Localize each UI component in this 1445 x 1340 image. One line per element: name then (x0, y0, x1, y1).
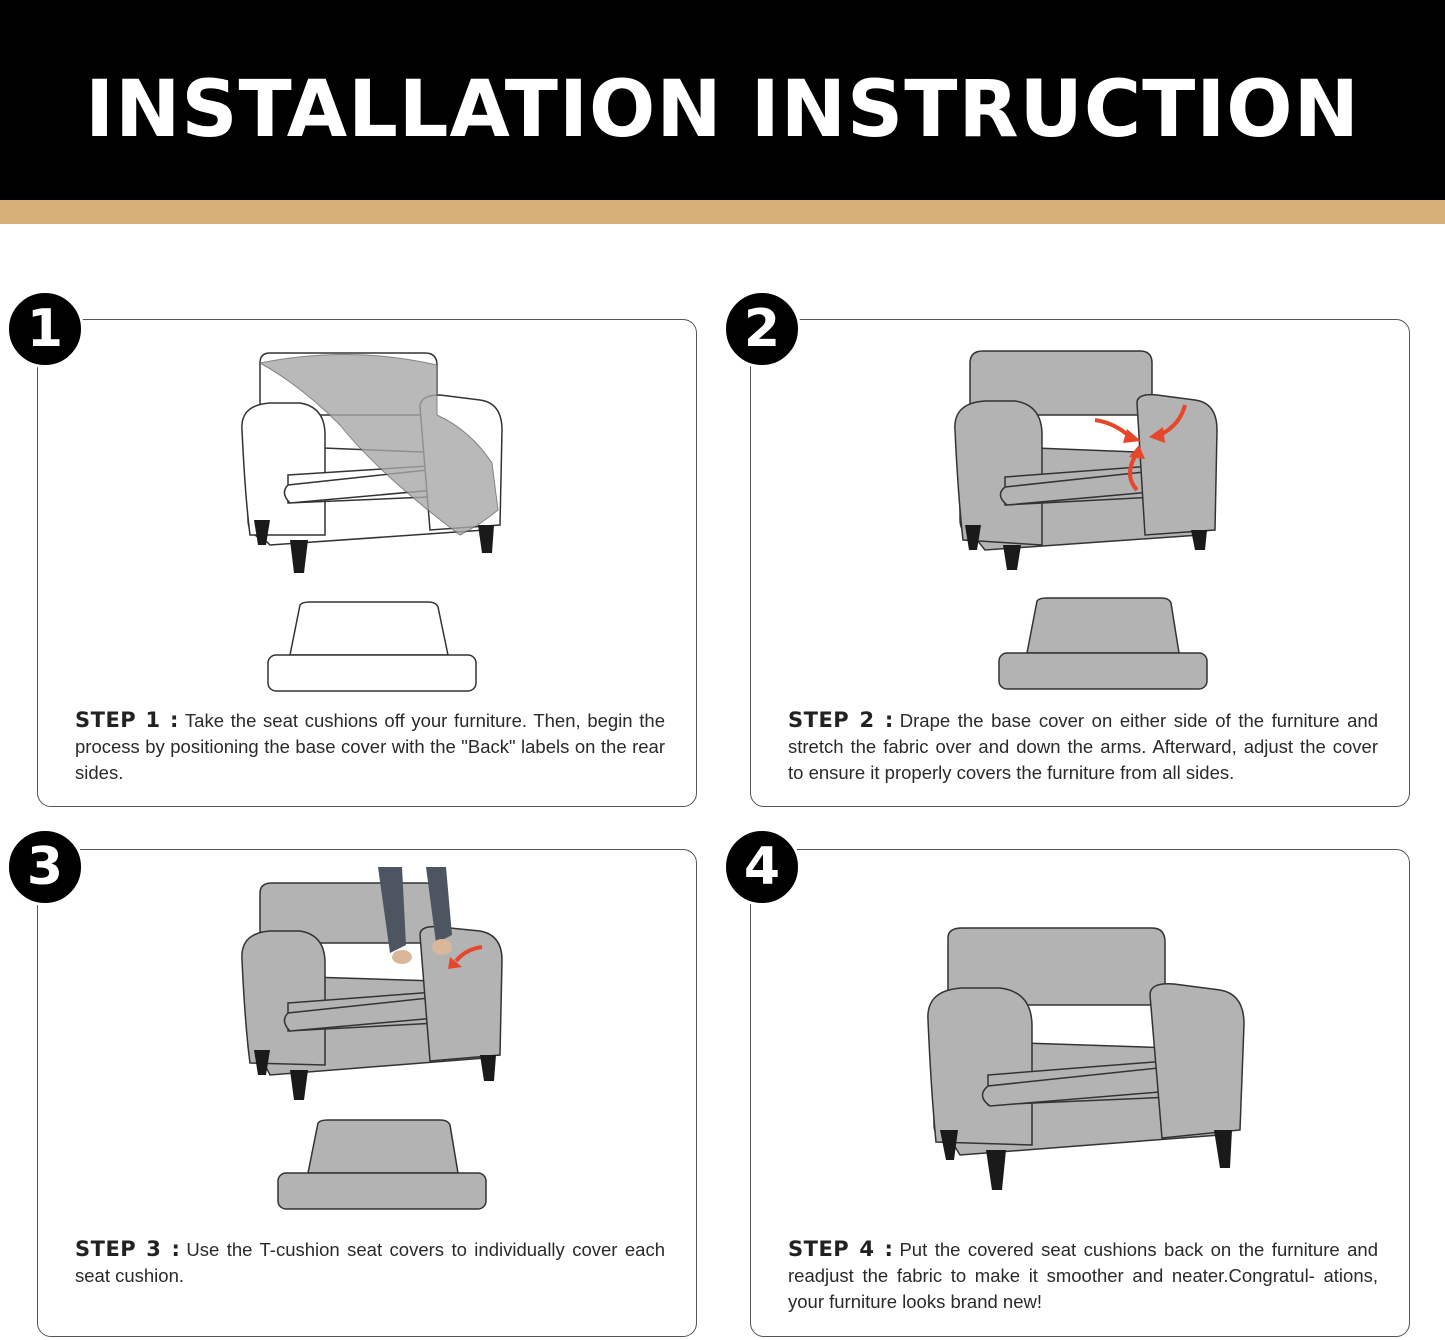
step-4-label: STEP 4 : (788, 1237, 894, 1261)
step-1-label: STEP 1 : (75, 708, 179, 732)
step-2-badge: 2 (723, 290, 801, 368)
step-1-caption: STEP 1 :Take the seat cushions off your … (75, 707, 665, 786)
step-3-label: STEP 3 : (75, 1237, 181, 1261)
step-3-text: Use the T-cushion seat covers to individ… (75, 1239, 665, 1286)
armchair-draping-icon (954, 350, 1218, 690)
step-3-badge: 3 (6, 828, 84, 906)
header-banner: INSTALLATION INSTRUCTION (0, 0, 1445, 200)
step-2-label: STEP 2 : (788, 708, 894, 732)
step-2-text: Drape the base cover on either side of t… (788, 710, 1378, 783)
armchair-uncovered-icon (241, 352, 503, 692)
armchair-finished-icon (927, 927, 1245, 1190)
step-4-text: Put the covered seat cushions back on th… (788, 1239, 1378, 1312)
step-1-badge: 1 (6, 290, 84, 368)
step-2-caption: STEP 2 :Drape the base cover on either s… (788, 707, 1378, 786)
step-4-caption: STEP 4 :Put the covered seat cushions ba… (788, 1236, 1378, 1315)
accent-stripe (0, 200, 1445, 224)
page-title: INSTALLATION INSTRUCTION (85, 65, 1360, 155)
armchair-cushion-icon (241, 867, 503, 1210)
step-3-caption: STEP 3 :Use the T-cushion seat covers to… (75, 1236, 665, 1289)
step-1-text: Take the seat cushions off your furnitur… (75, 710, 665, 783)
step-4-badge: 4 (723, 828, 801, 906)
